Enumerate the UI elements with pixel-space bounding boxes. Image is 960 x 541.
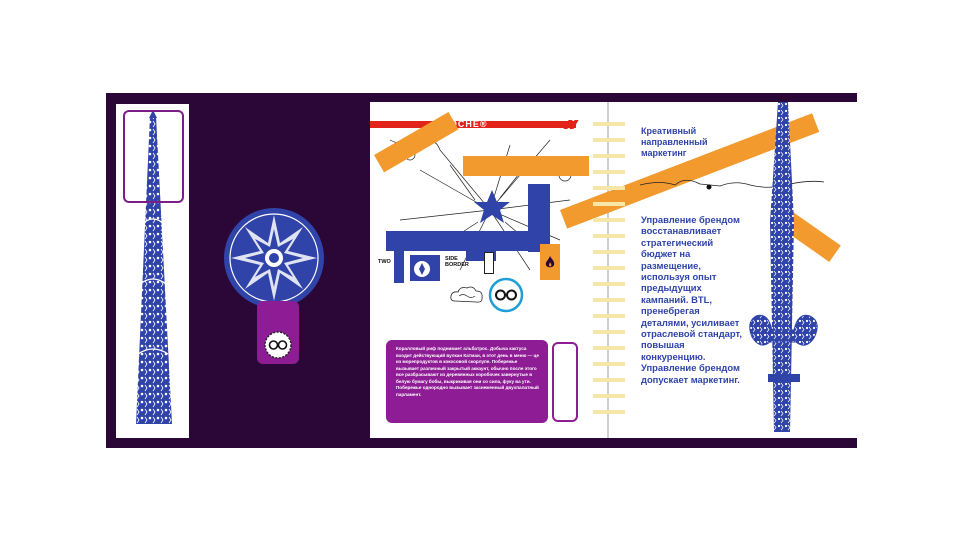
obelisk-panel <box>116 104 189 438</box>
headline: Креативный направленный маркетинг <box>641 126 708 158</box>
cloud-icon <box>450 286 483 303</box>
body-text: Управление брендом восстанавливает страт… <box>641 214 742 385</box>
sword-illustration <box>749 102 818 432</box>
double-circle-icon <box>263 330 293 360</box>
obelisk-highlight-frame <box>123 110 184 203</box>
brand-name: NOCHE® <box>442 119 488 129</box>
orange-band <box>463 156 589 176</box>
info-card <box>386 340 548 423</box>
fan-icon <box>414 261 430 277</box>
info-card-text: Коралловый риф поднимает альбатрос. Добы… <box>396 346 539 397</box>
blue-block <box>394 251 404 283</box>
brand-bar <box>370 121 576 128</box>
label-two: TWO <box>378 259 391 265</box>
label-side-border: SIDE BORDER <box>445 256 469 268</box>
obelisk-illustration <box>136 110 172 424</box>
double-o-icon <box>488 277 524 313</box>
fire-icon <box>545 256 555 268</box>
page-fold <box>607 102 609 438</box>
door-symbol <box>484 252 494 274</box>
blue-block <box>386 231 542 251</box>
line-drawing <box>640 179 825 190</box>
medallion <box>223 207 325 309</box>
empty-frame <box>552 342 578 422</box>
star-mandala-icon <box>224 208 324 308</box>
